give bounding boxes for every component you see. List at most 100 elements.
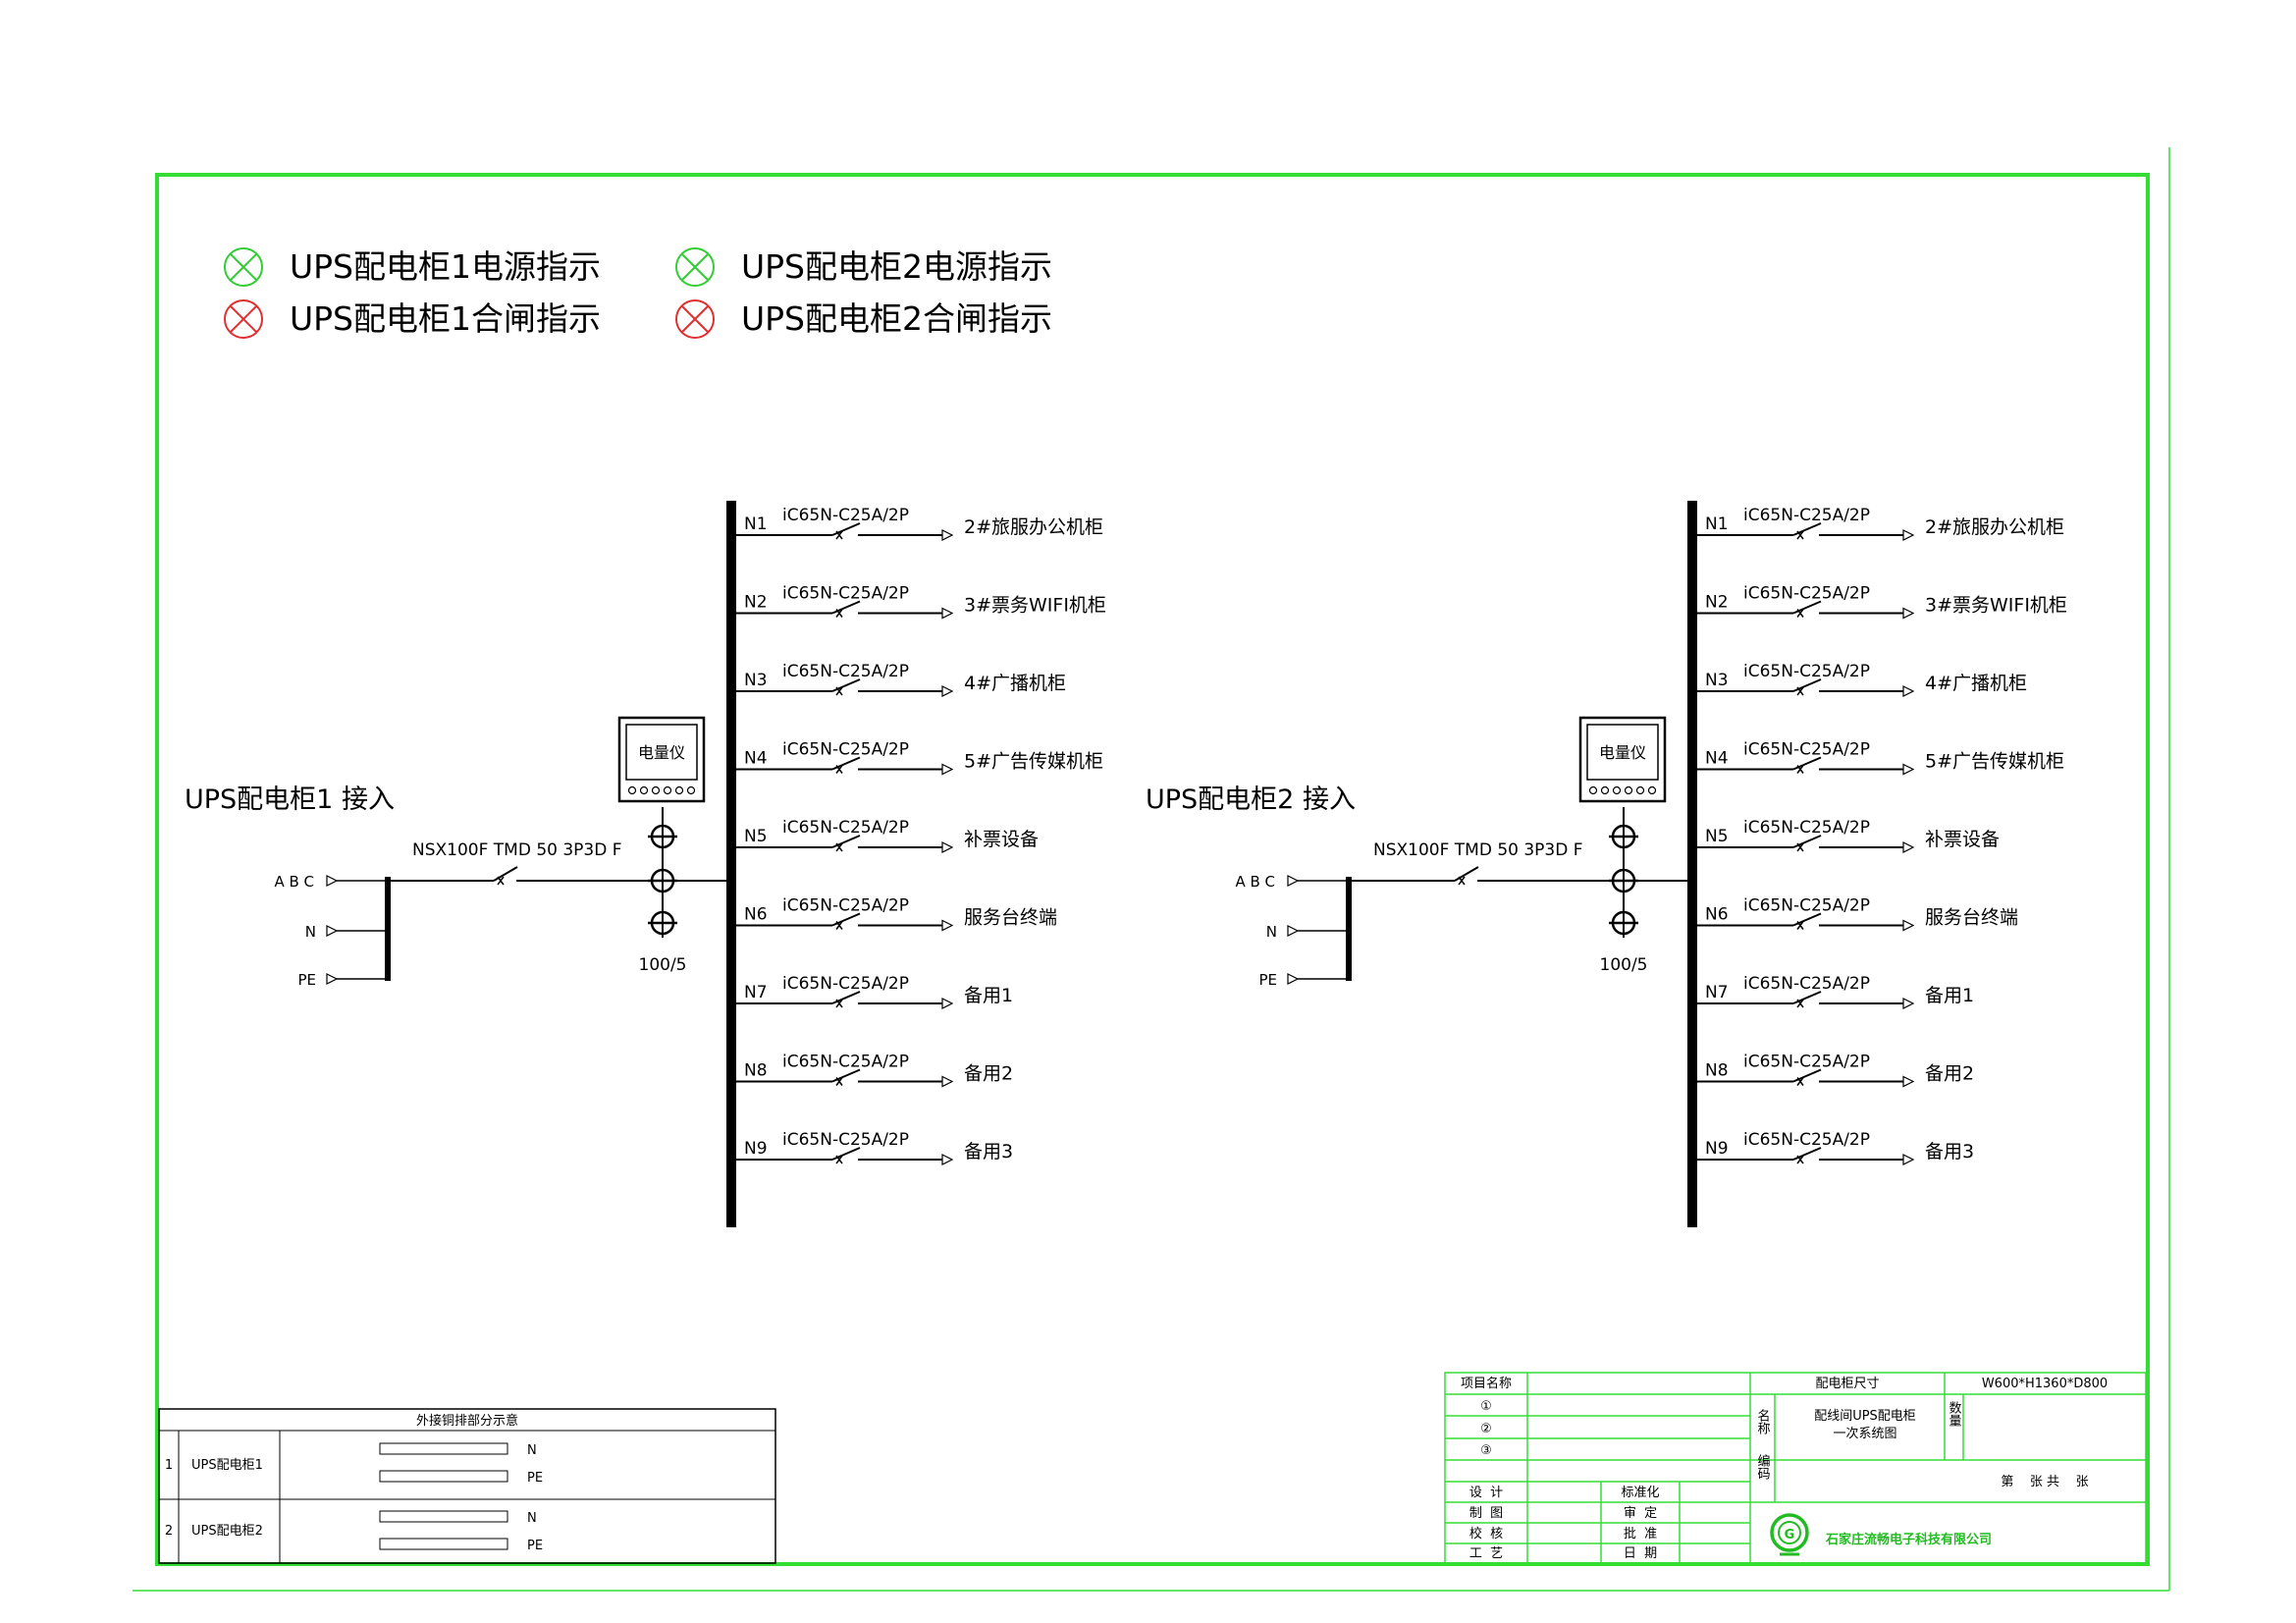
main-breaker-model: NSX100F TMD 50 3P3D F [412, 840, 622, 860]
feeder-circuit: N4 iC65N-C25A/2P 5#广告传媒机柜 [731, 740, 1103, 776]
main-breaker-model: NSX100F TMD 50 3P3D F [1373, 840, 1583, 860]
meter-button [1612, 785, 1622, 795]
breaker-mark [835, 765, 843, 774]
current-transformer-icon [1609, 868, 1638, 893]
feeder-breaker-model: iC65N-C25A/2P [1743, 584, 1870, 604]
feeder-id: N7 [744, 983, 768, 1002]
breaker-mark [835, 609, 843, 618]
input-arrow [1287, 925, 1300, 937]
feeder-breaker-model: iC65N-C25A/2P [782, 662, 909, 681]
input-arrow [1287, 875, 1300, 887]
feeder-load-name: 服务台终端 [1925, 907, 2018, 929]
revision-circle-2: ② [1480, 1422, 1492, 1436]
feeder-breaker-model: iC65N-C25A/2P [782, 740, 909, 760]
role-label: 批 准 [1624, 1527, 1657, 1542]
cabinet-size-label: 配电柜尺寸 [1815, 1377, 1879, 1391]
role-label: 设 计 [1469, 1486, 1503, 1500]
feeder-id: N6 [1705, 905, 1729, 925]
feeder-breaker-model: iC65N-C25A/2P [1743, 506, 1870, 525]
feeder-id: N7 [1705, 983, 1729, 1002]
meter-button [1647, 785, 1657, 795]
role-label: 校 核 [1469, 1526, 1503, 1542]
feeder-arrow [941, 685, 954, 697]
cabinet-title: UPS配电柜2 接入 [1146, 784, 1356, 815]
feeder-circuit: N2 iC65N-C25A/2P 3#票务WIFI机柜 [731, 584, 1106, 620]
input-terminal-label: A B C [1235, 873, 1275, 891]
feeder-id: N2 [1705, 593, 1729, 613]
meter-button [674, 785, 684, 795]
feeder-id: N3 [744, 671, 768, 690]
feeder-load-name: 5#广告传媒机柜 [964, 751, 1103, 773]
feeder-load-name: 3#票务WIFI机柜 [964, 595, 1106, 617]
busbar-label: PE [527, 1471, 543, 1486]
busbar-label: PE [527, 1539, 543, 1553]
feeder-arrow [1902, 1075, 1915, 1088]
feeder-id: N6 [744, 905, 768, 925]
feeder-breaker-model: iC65N-C25A/2P [782, 584, 909, 604]
project-name-label: 项目名称 [1461, 1376, 1512, 1391]
input-busbar [385, 877, 391, 981]
breaker-mark [835, 686, 843, 696]
breaker-mark [497, 876, 505, 886]
input-arrow [1287, 973, 1300, 985]
meter-button [1588, 785, 1598, 795]
indicator-label: UPS配电柜2合闸指示 [741, 299, 1052, 338]
busbar-row-name: UPS配电柜2 [191, 1524, 263, 1539]
feeder-load-name: 2#旅服办公机柜 [1925, 516, 2064, 538]
meter-button [627, 785, 637, 795]
input-terminal-label: N [1266, 923, 1277, 941]
current-transformer-icon [648, 910, 677, 936]
drawing-frame [155, 173, 2150, 1566]
revision-circle-1: ① [1480, 1399, 1492, 1414]
feeder-arrow [1902, 763, 1915, 776]
main-busbar [726, 501, 736, 1227]
feeder-id: N4 [744, 749, 768, 769]
feeder-id: N5 [744, 827, 768, 846]
ct-ratio: 100/5 [639, 955, 687, 975]
main-breaker-contact [1454, 866, 1479, 882]
meter-label: 电量仪 [638, 743, 685, 762]
feeder-arrow [941, 998, 954, 1009]
meter-screen [1586, 724, 1659, 781]
input-arrow [326, 875, 339, 887]
code-label: 编码 [1755, 1454, 1771, 1480]
meter-button [663, 785, 672, 795]
indicator-lamp-icon [224, 247, 263, 287]
breaker-mark [835, 1155, 843, 1164]
feeder-load-name: 服务台终端 [964, 907, 1057, 929]
quantity-label: 数量 [1947, 1401, 1962, 1427]
feeder-id: N2 [744, 593, 768, 613]
feeder-breaker-model: iC65N-C25A/2P [782, 896, 909, 916]
feeder-id: N1 [744, 514, 768, 534]
indicator-legend: UPS配电柜1电源指示 UPS配电柜1合闸指示 UPS配电柜2电源指示 UPS配… [224, 247, 1052, 339]
indicator-lamp-icon [224, 299, 263, 339]
feeder-id: N5 [1705, 827, 1729, 846]
meter-button [686, 785, 696, 795]
feeder-circuit: N6 iC65N-C25A/2P 服务台终端 [731, 896, 1057, 932]
drawing-name-label: 名称 [1755, 1408, 1771, 1434]
feeder-arrow [941, 1154, 954, 1165]
lamp-circle [224, 247, 263, 287]
indicator-label: UPS配电柜1合闸指示 [290, 299, 601, 338]
current-transformer-icon [648, 824, 677, 849]
breaker-mark [1796, 921, 1804, 930]
feeder-arrow [1902, 529, 1915, 541]
meter-button [639, 785, 649, 795]
company-logo-icon: G [1770, 1513, 1809, 1556]
feeder-id: N1 [1705, 514, 1729, 534]
feeder-load-name: 2#旅服办公机柜 [964, 516, 1103, 538]
power-meter-icon: 电量仪 [617, 716, 706, 803]
